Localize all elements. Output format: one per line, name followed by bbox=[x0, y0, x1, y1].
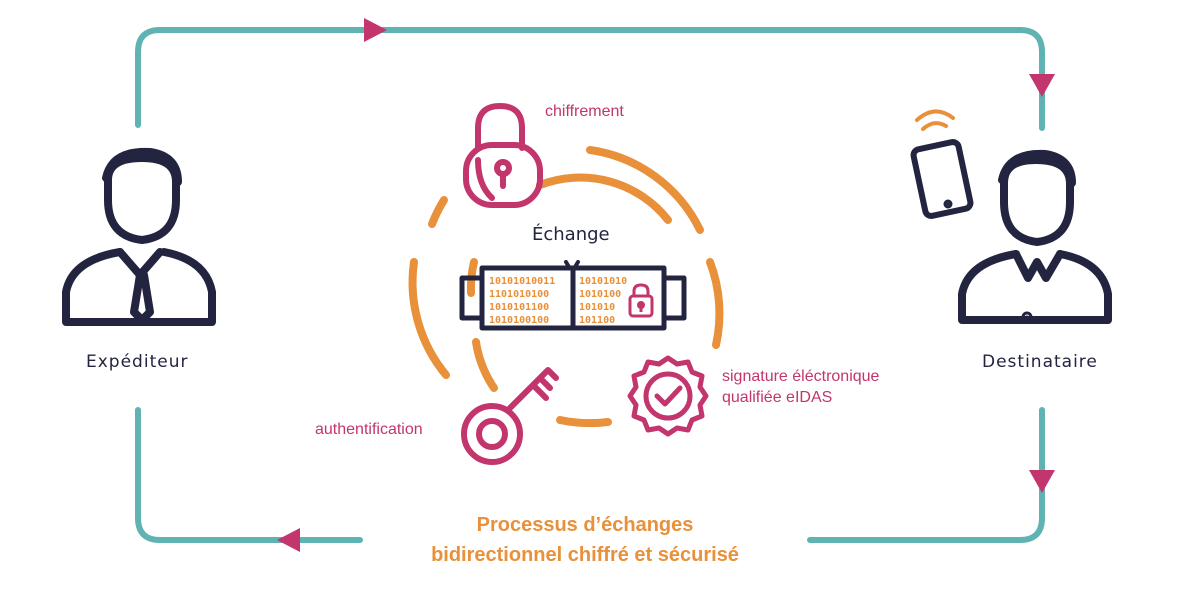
security-ring bbox=[408, 146, 724, 428]
key-icon bbox=[461, 367, 559, 465]
exchange-device bbox=[459, 260, 687, 331]
loop-arrows bbox=[277, 18, 1055, 552]
process-title-line1: Processus d’échanges bbox=[476, 514, 694, 536]
process-title-line2: bidirectionnel chiffré et sécurisé bbox=[431, 544, 739, 566]
encryption-label: chiffrement bbox=[545, 103, 624, 120]
loop-right-bottom bbox=[807, 407, 1045, 543]
binary-code-left: 10101010011 1101010100 1010101100 101010010… bbox=[489, 276, 555, 326]
binary-row: 10101010011 bbox=[489, 276, 555, 287]
exchange-loop bbox=[135, 27, 1045, 543]
exchange-label: Échange bbox=[532, 224, 610, 245]
process-title: Processus d’échanges bidirectionnel chif… bbox=[385, 510, 785, 570]
sender-label: Expéditeur bbox=[86, 352, 189, 372]
authentication-label: authentification bbox=[315, 421, 423, 438]
small-padlock-icon bbox=[628, 283, 654, 318]
binary-row: 1010100 bbox=[579, 289, 621, 300]
arrow-down-icon bbox=[1029, 470, 1055, 493]
recipient-person-icon bbox=[958, 149, 1112, 324]
padlock-icon bbox=[463, 103, 543, 208]
binary-row: 1010100100 bbox=[489, 315, 549, 326]
arrow-down-icon bbox=[1029, 74, 1055, 97]
arrow-left-icon bbox=[277, 528, 300, 552]
wifi-signal-icon bbox=[915, 109, 955, 131]
binary-row: 1010101100 bbox=[489, 302, 549, 313]
signature-label-line2: qualifiée eIDAS bbox=[722, 389, 833, 406]
binary-code-right: 10101010 1010100 101010 101100 bbox=[579, 276, 627, 326]
binary-row: 101100 bbox=[579, 315, 615, 326]
recipient-label: Destinataire bbox=[982, 352, 1098, 372]
binary-row: 1101010100 bbox=[489, 289, 549, 300]
loop-left-bottom bbox=[135, 407, 363, 543]
arrow-right-icon bbox=[364, 18, 387, 42]
binary-row: 101010 bbox=[579, 302, 615, 313]
signature-label-line1: signature éléctronique bbox=[722, 368, 880, 385]
smartphone-icon bbox=[910, 139, 974, 219]
loop-top bbox=[135, 27, 1045, 131]
binary-row: 10101010 bbox=[579, 276, 627, 287]
sender-person-icon bbox=[62, 147, 216, 326]
certified-seal-icon bbox=[627, 355, 709, 437]
